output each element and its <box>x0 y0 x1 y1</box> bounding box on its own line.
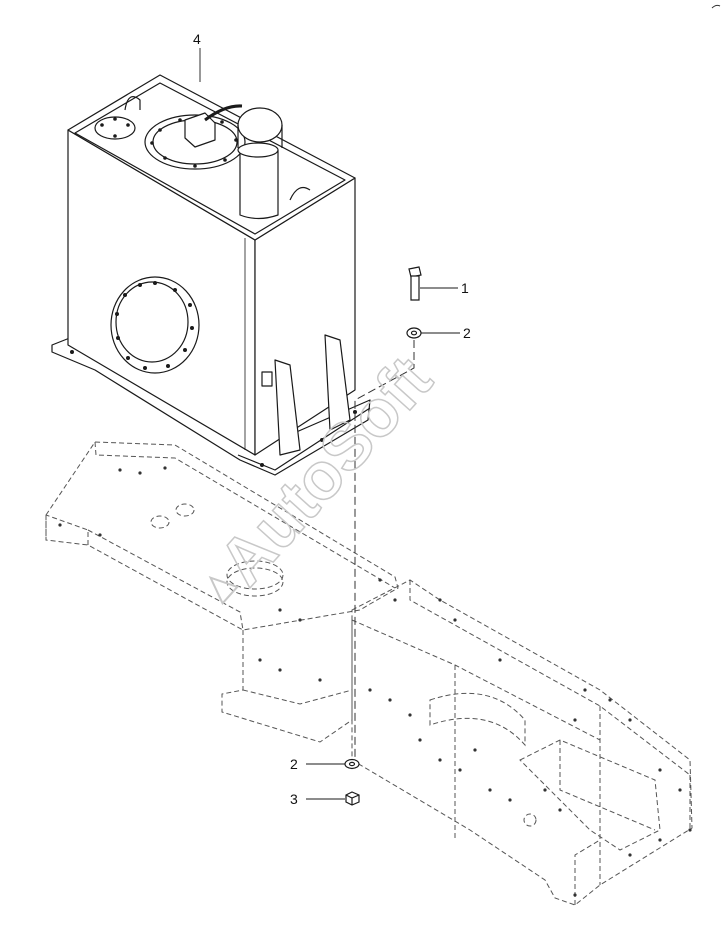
tank-cover-bolts <box>70 117 357 467</box>
washer-top-part <box>406 327 422 339</box>
corner-mark <box>711 4 721 9</box>
callout-label-nut: 3 <box>290 791 298 807</box>
nut-part <box>345 791 360 806</box>
assembly-centerline <box>354 340 415 760</box>
machine-frame <box>45 441 693 906</box>
watermark-logo-icon <box>208 576 240 606</box>
callout-label-bolt: 1 <box>461 280 469 296</box>
callout-label-washer-top: 2 <box>463 325 471 341</box>
callout-label-washer-bottom: 2 <box>290 756 298 772</box>
hydraulic-tank <box>51 74 371 476</box>
washer-bottom-part <box>344 758 360 770</box>
leader-lines <box>199 48 460 800</box>
frame-holes <box>58 466 692 897</box>
bolt-part <box>408 266 422 301</box>
callout-label-tank: 4 <box>193 31 201 47</box>
